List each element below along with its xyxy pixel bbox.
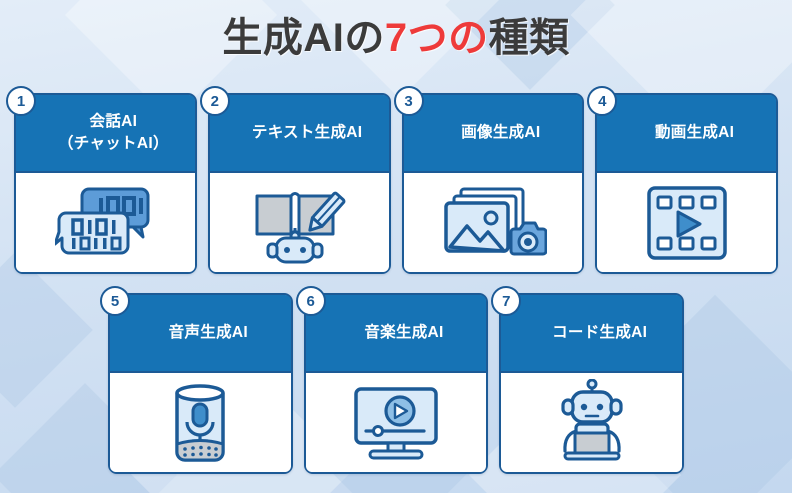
card-title-line1: 会話AI [89,112,138,130]
card-icon-area [597,173,776,272]
page-title-container: 生成AIの7つの種類 [0,16,792,60]
bg-diamond-8 [0,252,93,408]
robot-laptop-icon [550,378,634,467]
card-code-generation-ai[interactable]: 7 コード生成AI [491,286,685,474]
card-number-badge: 2 [199,86,230,116]
card-header: 音声生成AI [110,295,291,373]
film-strip-play-icon [645,184,729,262]
card-title-line1: コード生成AI [552,323,648,341]
card-video-generation-ai[interactable]: 4 動画生成AI [587,86,778,274]
card-image-generation-ai[interactable]: 3 画像生成AI [393,86,585,274]
card-title: テキスト生成AI [252,122,362,144]
card-title-line1: 音声生成AI [168,323,248,341]
card-title: 音楽生成AI [364,322,443,344]
card-header: 音楽生成AI [305,295,487,373]
card-icon-area [403,173,583,272]
card-title-line2: （チャットAI） [58,135,169,152]
book-pencil-robot-icon [249,180,349,266]
card-title: 音声生成AI [169,322,248,344]
title-lead: 生成AIの [222,16,385,60]
card-header: 画像生成AI [403,95,583,173]
card-header: 会話AI （チャットAI） [16,95,195,173]
card-title: コード生成AI [552,322,647,344]
card-music-generation-ai[interactable]: 6 音楽生成AI [295,286,489,474]
photo-camera-icon [439,183,547,263]
card-number-badge: 7 [491,286,522,316]
card-title: 動画生成AI [655,122,734,144]
card-icon-area [305,373,487,472]
card-title-line1: 動画生成AI [654,123,735,141]
card-icon-area [501,373,683,472]
card-icon-area [16,173,195,272]
card-number-badge: 6 [295,286,326,316]
card-title-line1: 音楽生成AI [364,323,444,341]
card-title-line1: 画像生成AI [461,123,541,141]
card-header: テキスト生成AI [209,95,389,173]
card-text-generation-ai[interactable]: 2 テキスト生成AI [199,86,391,274]
card-icon-area [110,373,291,472]
card-title: 画像生成AI [461,122,540,144]
card-number-badge: 1 [6,86,36,116]
title-tail: 種類 [488,16,570,60]
card-row-bottom: 5 音声生成AI [100,286,685,474]
card-header: コード生成AI [501,295,683,373]
card-number-badge: 3 [393,86,424,116]
smart-speaker-microphone-icon [167,380,233,466]
card-title-line1: テキスト生成AI [251,123,363,141]
page-title: 生成AIの7つの種類 [0,16,792,60]
card-voice-generation-ai[interactable]: 5 音声生成AI [100,286,293,474]
card-number-badge: 4 [587,86,618,116]
card-title: 会話AI （チャットAI） [58,111,169,156]
title-accent: 7つの [384,16,489,60]
card-header: 動画生成AI [597,95,776,173]
monitor-media-player-icon [350,383,442,463]
card-conversational-ai[interactable]: 1 会話AI （チャットAI） [6,86,197,274]
card-row-top: 1 会話AI （チャットAI） [6,86,778,274]
card-number-badge: 5 [100,286,130,316]
chat-bubbles-binary-icon [55,183,155,263]
card-icon-area [209,173,389,272]
